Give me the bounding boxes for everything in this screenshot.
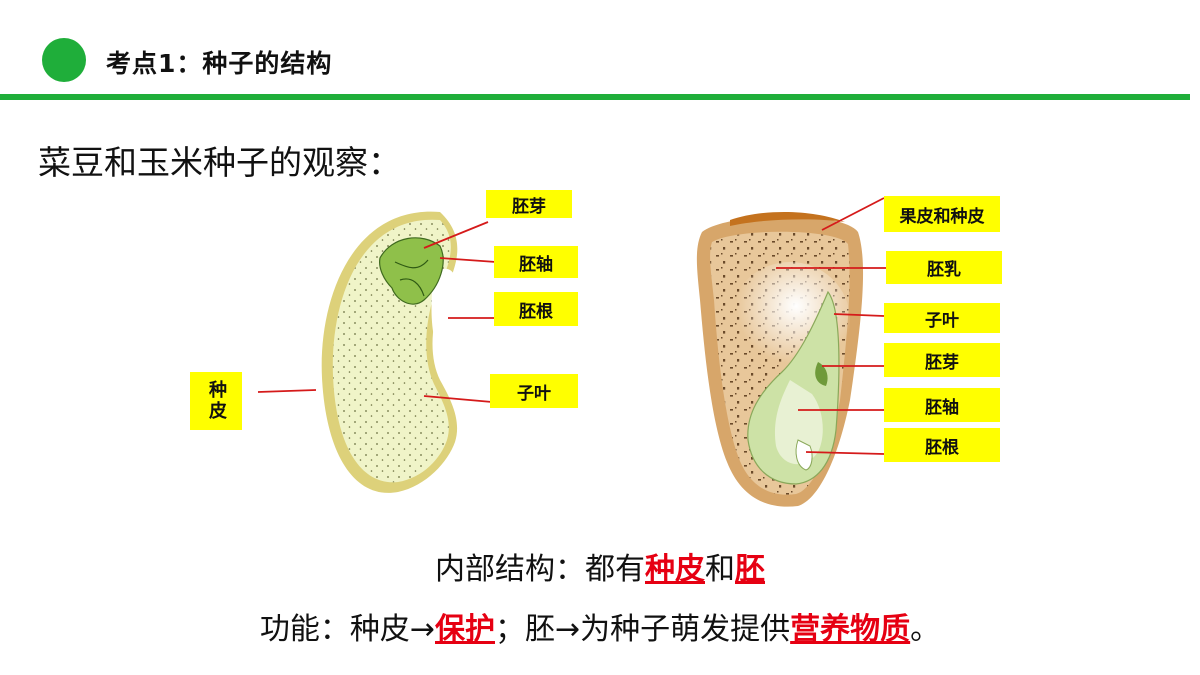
corn-seed	[696, 211, 864, 507]
function-prefix: 功能：种皮→	[259, 612, 435, 647]
header-divider	[0, 94, 1190, 100]
bean-seed	[321, 211, 458, 493]
function-statement: 功能：种皮→保护；胚→为种子萌发提供营养物质。	[0, 604, 1200, 648]
structure-prefix: 内部结构：都有	[435, 552, 645, 587]
function-middle: ；胚→为种子萌发提供	[495, 612, 791, 647]
structure-and: 和	[705, 552, 735, 587]
keyword-seed-coat: 种皮	[645, 552, 705, 587]
bean-leader-lines	[257, 221, 497, 403]
label-corn-radicle: 胚根	[884, 428, 1000, 462]
label-bean-radicle: 胚根	[494, 292, 578, 326]
bean-radicle	[431, 268, 458, 350]
label-corn-hypocotyl: 胚轴	[884, 388, 1000, 422]
corn-pericarp-top	[730, 211, 845, 226]
label-corn-cotyledon: 子叶	[884, 303, 1000, 333]
header-circle-icon	[42, 38, 86, 82]
structure-statement: 内部结构：都有种皮和胚	[0, 544, 1200, 588]
function-end: 。	[910, 612, 941, 647]
subtitle: 菜豆和玉米种子的观察：	[38, 143, 401, 182]
label-bean-hypocotyl: 胚轴	[494, 246, 578, 278]
label-corn-endosperm: 胚乳	[886, 251, 1002, 284]
corn-leader-lines	[776, 197, 886, 455]
corn-plumule	[815, 362, 828, 386]
label-bean-seed-coat: 种皮	[190, 372, 242, 430]
page-title: 考点1：种子的结构	[106, 49, 333, 78]
label-bean-cotyledon: 子叶	[490, 374, 578, 408]
label-bean-plumule: 胚芽	[486, 190, 572, 218]
keyword-protect: 保护	[435, 612, 495, 647]
label-corn-plumule: 胚芽	[884, 343, 1000, 377]
keyword-nutrients: 营养物质	[790, 612, 911, 647]
label-corn-pericarp: 果皮和种皮	[884, 196, 1000, 232]
bean-plumule	[379, 237, 444, 305]
keyword-embryo: 胚	[735, 552, 765, 587]
